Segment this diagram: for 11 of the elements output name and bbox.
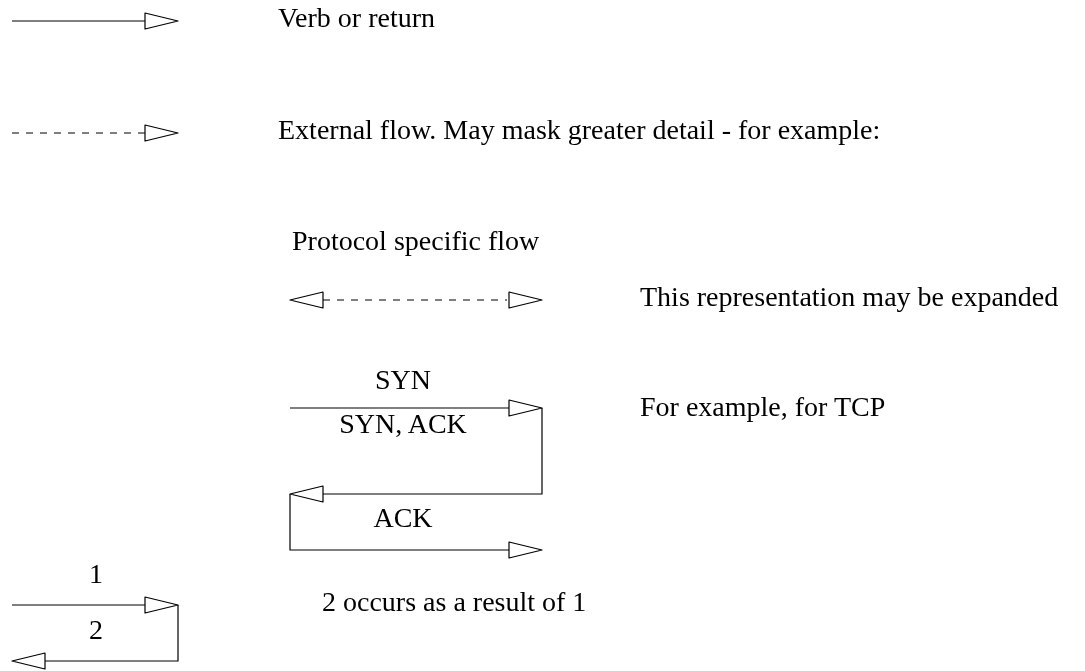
legend-label: External flow. May mask greater detail - for example:	[278, 116, 881, 144]
legend-label: Verb or return	[278, 4, 436, 32]
arrow-label: 1	[89, 560, 103, 588]
arrow-label: ACK	[373, 504, 433, 532]
note-text: This representation may be expanded	[640, 283, 1059, 311]
arrow-label: SYN, ACK	[339, 410, 467, 438]
note-text: 2 occurs as a result of 1	[322, 588, 587, 616]
arrow-label: SYN	[375, 366, 431, 394]
note-text: Protocol specific flow	[292, 227, 540, 255]
note-text: For example, for TCP	[640, 393, 886, 421]
arrow-label: 2	[89, 616, 103, 644]
